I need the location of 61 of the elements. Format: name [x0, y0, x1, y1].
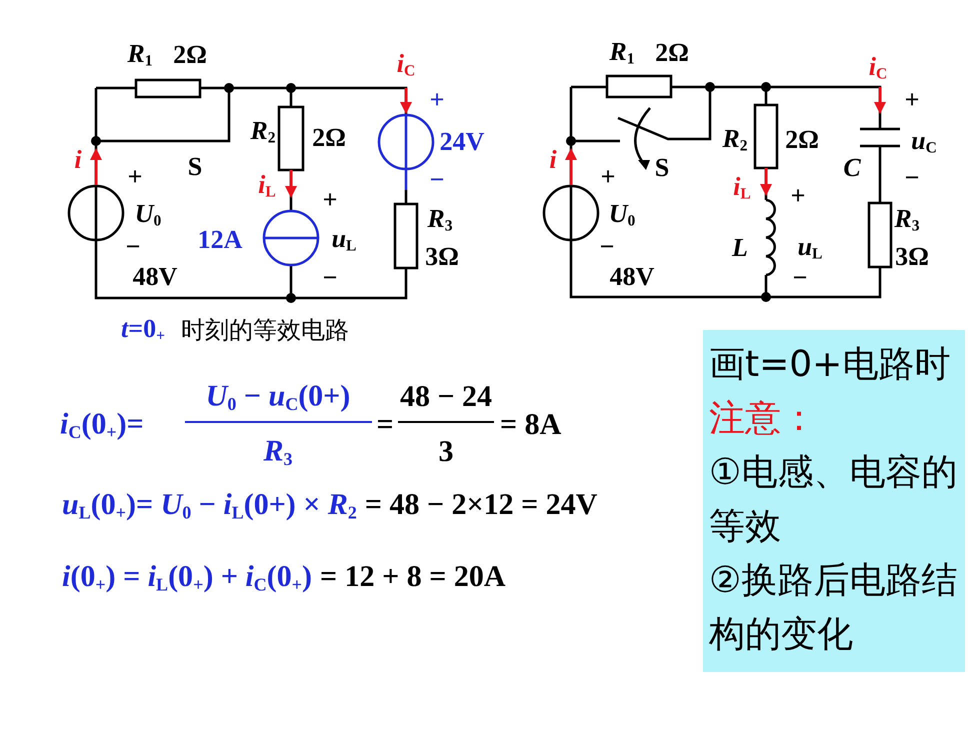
- formula-text: = 8A: [500, 410, 562, 440]
- component-label: S: [188, 154, 202, 180]
- formula-text: i$_{C}$(0$_{+}$)=: [60, 409, 144, 441]
- component-label: 3Ω: [895, 244, 929, 270]
- component-label: u$_{C}$: [911, 128, 937, 156]
- caption-text: t=0$_{+}$: [121, 316, 165, 344]
- component-label: U$_{0}$: [134, 200, 162, 230]
- component-label: i$_{C}$: [868, 54, 888, 82]
- component-label: −: [792, 265, 808, 291]
- component-label: +: [790, 183, 806, 209]
- component-label: R$_{1}$: [127, 40, 153, 70]
- component-label: R$_{2}$: [722, 126, 748, 154]
- component-label: U$_{0}$: [608, 200, 636, 230]
- component-label: +: [904, 87, 920, 113]
- component-label: 48V: [610, 264, 654, 290]
- component-label: i$_{L}$: [733, 174, 751, 202]
- component-label: −: [600, 234, 614, 260]
- component-label: u$_{L}$: [332, 226, 356, 254]
- note-box: [703, 330, 965, 672]
- component-label: i: [74, 147, 82, 173]
- formula-text: 3: [438, 437, 454, 467]
- component-label: R$_{2}$: [250, 118, 276, 146]
- component-label: 2Ω: [785, 127, 819, 153]
- component-label: i: [549, 147, 557, 173]
- formula-text: =: [376, 410, 394, 440]
- component-label: 2Ω: [655, 40, 689, 66]
- component-label: C: [843, 155, 861, 181]
- component-label: −: [322, 265, 338, 291]
- note-text: ①电感、电容的等效: [709, 451, 958, 549]
- component-label: +: [128, 164, 142, 190]
- component-label: L: [732, 235, 748, 261]
- component-label: +: [600, 164, 616, 190]
- component-label: S: [654, 155, 670, 181]
- component-label: 3Ω: [425, 244, 459, 270]
- component-label: R$_{3}$: [427, 206, 453, 234]
- component-label: +: [430, 87, 444, 113]
- formula-text: u$_{L}$(0$_{+}$)= U$_{0}$ − i$_{L}$(0+) × R$_{2}$: [62, 488, 357, 524]
- component-label: i$_{C}$: [396, 50, 416, 80]
- formula-text: 48 − 24: [400, 382, 492, 412]
- component-label: i$_{L}$: [258, 172, 276, 200]
- note-text: 画t=0+电路时: [709, 343, 952, 387]
- component-label: −: [904, 165, 920, 191]
- note-text: ②换路后电路结构的变化: [709, 559, 958, 657]
- formula-text: = 48 − 2×12 = 24V: [364, 488, 598, 522]
- component-label: R$_{3}$: [894, 206, 920, 234]
- caption-text: 时刻的等效电路: [181, 318, 349, 342]
- component-label: 12A: [198, 227, 242, 253]
- formula-text: R$_{3}$: [264, 436, 292, 468]
- formula-text: i(0$_{+}$) = i$_{L}$(0$_{+}$) + i$_{C}$(0$_{+}$): [62, 560, 312, 596]
- component-label: −: [126, 234, 140, 260]
- formula-text: = 12 + 8 = 20A: [320, 560, 506, 594]
- component-label: u$_{L}$: [798, 234, 822, 262]
- component-label: 48V: [132, 264, 178, 290]
- component-label: −: [430, 167, 444, 193]
- component-label: 2Ω: [312, 125, 346, 151]
- component-label: 2Ω: [173, 42, 207, 68]
- component-label: R$_{1}$: [609, 38, 635, 68]
- formula-text: U$_{0}$ − u$_{C}$(0+): [206, 381, 350, 413]
- component-label: +: [322, 187, 338, 213]
- note-text: 注意：: [709, 397, 818, 441]
- component-label: 24V: [440, 129, 484, 155]
